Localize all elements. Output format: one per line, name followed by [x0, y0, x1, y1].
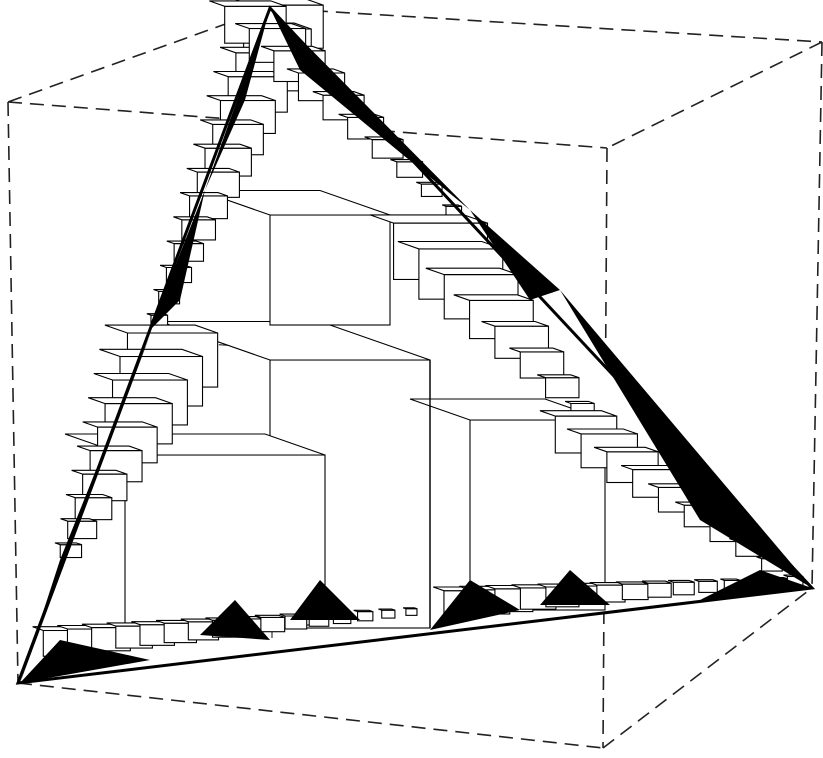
upper-cube-front-2 [270, 215, 390, 325]
left-lower-step-top-23 [77, 446, 142, 451]
bottom-left-step-front-70 [382, 610, 395, 618]
right-upper-step-top-28 [209, 1, 286, 6]
right-mid-step-top-44 [537, 375, 579, 378]
bottom-right-step-front-79 [622, 584, 648, 599]
bottom-left-step-top-69 [354, 610, 373, 611]
cube-edge-6 [18, 683, 603, 748]
cube-edge-3 [607, 42, 822, 148]
bottom-right-step-front-80 [648, 583, 671, 597]
bottom-right-step-top-82 [694, 580, 717, 582]
bottom-right-step-front-81 [673, 582, 694, 595]
right-upper-step-top-37 [442, 205, 462, 206]
bottom-left-step-top-65 [255, 615, 285, 617]
right-lower-step-top-46 [540, 411, 617, 416]
right-upper-step-top-29 [235, 24, 305, 29]
cube-edge-8 [812, 42, 822, 588]
bottom-right-step-front-82 [699, 581, 718, 592]
right-mid-step-front-43 [520, 352, 563, 378]
right-mid-step-top-43 [509, 348, 563, 352]
bottom-left-step-front-71 [406, 609, 417, 616]
right-mid-step-top-41 [454, 295, 534, 301]
bottom-left-step-top-71 [403, 608, 417, 609]
bottom-left-step-front-69 [358, 612, 373, 621]
right-mid-step-top-45 [565, 401, 594, 403]
cube-edge-4 [8, 102, 18, 683]
bottom-right-step-top-80 [642, 581, 671, 583]
right-mid-step-top-42 [482, 322, 549, 327]
bottom-right-step-top-79 [616, 582, 648, 584]
right-mid-step-front-44 [546, 378, 579, 398]
bottom-left-step-front-65 [261, 617, 285, 631]
cube-edge-1 [270, 8, 822, 42]
left-mid-cube-front-3 [125, 455, 325, 625]
bottom-right-step-top-81 [668, 580, 694, 582]
right-lower-step-top-48 [594, 447, 658, 452]
bottom-right-step-top-83 [720, 579, 740, 580]
left-lower-step-top-22 [83, 422, 158, 427]
right-lower-step-top-47 [567, 429, 637, 434]
left-lower-step-top-24 [72, 470, 127, 474]
bottom-left-step-top-70 [378, 609, 395, 610]
cube-edge-7 [603, 588, 812, 748]
